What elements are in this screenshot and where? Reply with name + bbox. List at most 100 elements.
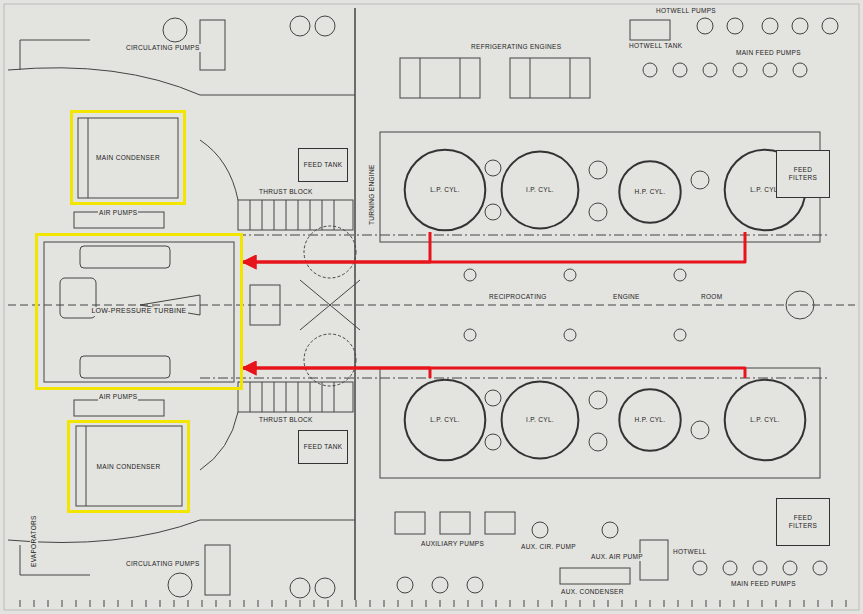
scale-tick	[272, 600, 273, 607]
condenser-shell	[78, 118, 178, 198]
auxiliary-pump	[532, 522, 548, 538]
highlight-box: LOW-PRESSURE TURBINE	[35, 233, 243, 390]
highlight-box: MAIN CONDENSER	[67, 420, 190, 513]
scale-tick	[412, 600, 413, 607]
cylinder-outline	[619, 161, 680, 222]
cylinder-circle: L.P. CYL.	[723, 378, 807, 462]
highlight-box: MAIN CONDENSER	[70, 110, 186, 205]
scale-tick	[566, 600, 567, 607]
cylinder-circle: I.P. CYL.	[500, 380, 580, 460]
tank-box: FEED TANK	[298, 148, 349, 182]
scale-tick	[622, 600, 623, 607]
plan-label: AUX. AIR PUMP	[590, 553, 644, 561]
cylinder-circle: L.P. CYL.	[403, 378, 487, 462]
shaft-line	[200, 378, 830, 379]
valve-chest	[589, 203, 607, 221]
plan-label: RECIPROCATING	[488, 293, 548, 301]
scale-tick	[34, 600, 35, 607]
scale-tick	[160, 600, 161, 607]
turbine-casing	[44, 242, 234, 382]
sheet-edge	[4, 4, 859, 610]
scale-tick	[580, 600, 581, 607]
cylinder-outline	[405, 150, 486, 231]
scale-tick	[636, 600, 637, 607]
feed-pump	[697, 18, 713, 34]
feed-pump	[753, 561, 767, 575]
scale-tick	[664, 600, 665, 607]
scale-tick	[678, 600, 679, 607]
plan-label: AIR PUMPS	[98, 393, 138, 401]
part-name: H.P. CYL.	[634, 416, 667, 424]
circulating-pump	[290, 578, 310, 598]
scale-tick	[370, 600, 371, 607]
column	[564, 269, 576, 281]
valve-chest	[691, 421, 709, 439]
auxiliary-pump	[485, 512, 515, 534]
cylinder-outline	[619, 389, 680, 450]
scale-tick	[244, 600, 245, 607]
cylinder-outline	[725, 380, 806, 461]
plan-label: AUX. CONDENSER	[560, 588, 625, 596]
cylinder-circle: H.P. CYL.	[618, 388, 682, 452]
scale-tick	[328, 600, 329, 607]
pipe	[200, 140, 238, 470]
steam-flow-arrow	[243, 368, 745, 378]
plan-label: HOTWELL	[672, 548, 708, 556]
part-name: L.P. CYL.	[749, 416, 781, 424]
scale-tick	[832, 600, 833, 607]
scale-tick	[314, 600, 315, 607]
hull-line	[8, 520, 355, 543]
feed-pump	[792, 18, 808, 34]
cylinder-circle: L.P. CYL.	[403, 148, 487, 232]
feed-pump	[783, 561, 797, 575]
plan-label: REFRIGERATING ENGINES	[470, 43, 562, 51]
part-name: LOW-PRESSURE TURBINE	[90, 307, 187, 315]
air-pump	[74, 400, 164, 416]
tube-plate	[86, 426, 87, 506]
auxiliary-pump	[395, 512, 425, 534]
turbine-exhaust	[80, 246, 170, 268]
circulating-pump	[163, 18, 187, 42]
scale-tick	[846, 600, 847, 607]
scale-tick	[776, 600, 777, 607]
scale-tick	[104, 600, 105, 607]
valve-chest	[691, 171, 709, 189]
plan-label: ROOM	[700, 293, 723, 301]
thrust-collars	[250, 200, 334, 412]
scale-tick	[202, 600, 203, 607]
scale-tick	[720, 600, 721, 607]
refrigerating-engine	[400, 58, 480, 98]
scale-tick	[286, 600, 287, 607]
pipe	[20, 40, 90, 575]
scale-tick	[188, 600, 189, 607]
steam-flow-arrow	[243, 232, 430, 262]
plan-label: AIR PUMPS	[98, 209, 138, 217]
tank-box: FEED FILTERS	[776, 498, 830, 546]
hull-line	[8, 68, 355, 95]
auxiliary-pump	[440, 512, 470, 534]
feed-pump	[813, 561, 827, 575]
scale-tick	[468, 600, 469, 607]
scale-tick	[748, 600, 749, 607]
valve-chest	[589, 391, 607, 409]
part-name: I.P. CYL.	[525, 186, 555, 194]
scale-tick	[258, 600, 259, 607]
column	[564, 329, 576, 341]
part-name: L.P. CYL.	[429, 416, 461, 424]
aux-condenser	[560, 568, 630, 584]
part-name: H.P. CYL.	[634, 188, 667, 196]
cylinder-outline	[502, 152, 579, 229]
part-name: FEED TANK	[303, 161, 344, 169]
scale-tick	[650, 600, 651, 607]
column	[464, 329, 476, 341]
circulating-pump	[168, 573, 192, 597]
scale-tick	[440, 600, 441, 607]
cylinder-circle: I.P. CYL.	[500, 150, 580, 230]
scale-tick	[594, 600, 595, 607]
plan-label: AUX. CIR. PUMP	[520, 543, 577, 551]
scale-tick	[118, 600, 119, 607]
plan-label: TURNING ENGINE	[368, 163, 376, 226]
scale-tick	[804, 600, 805, 607]
centre-line	[8, 305, 855, 306]
scale-tick	[76, 600, 77, 607]
